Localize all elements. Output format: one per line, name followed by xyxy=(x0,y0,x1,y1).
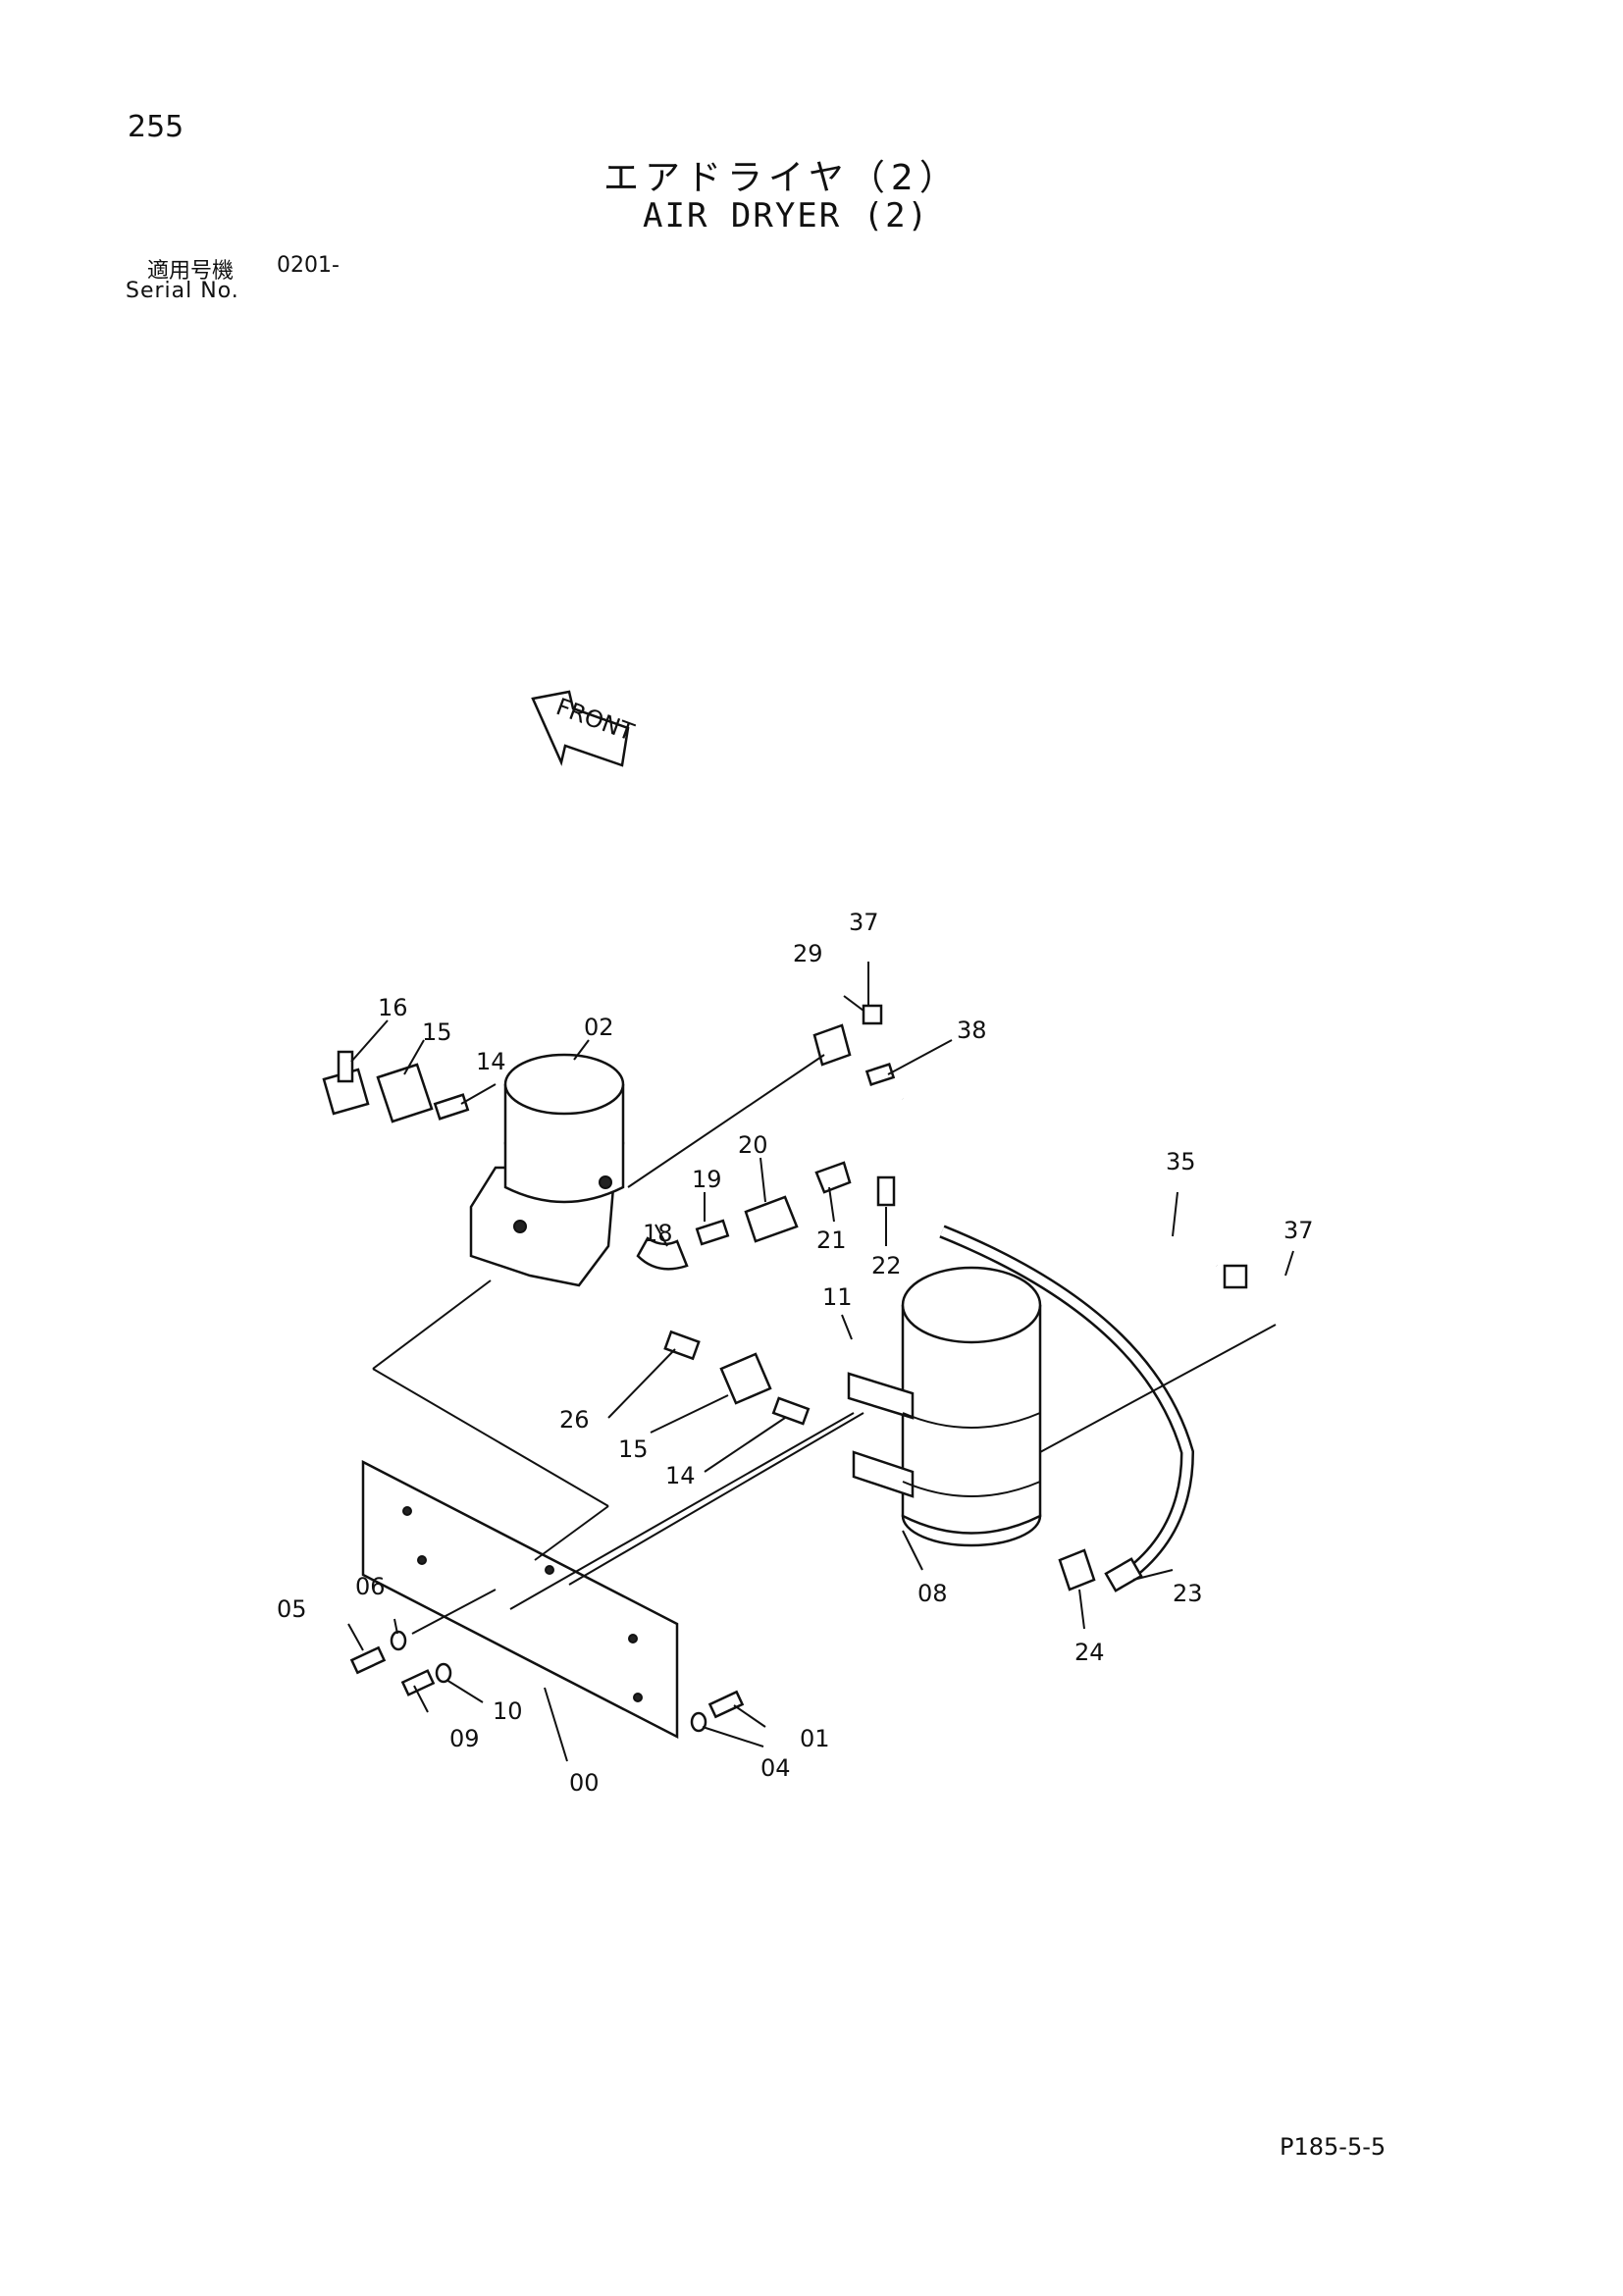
callout-37-top: 37 xyxy=(849,909,879,936)
serial-value: 0201- xyxy=(277,253,340,278)
callout-02: 04 xyxy=(760,1754,791,1782)
callout-23: 23 xyxy=(1173,1580,1203,1607)
serial-label-japanese: 適用号機 xyxy=(147,259,235,284)
bolts-washers xyxy=(349,1630,745,1733)
page-code: P185-5-5 xyxy=(1280,2133,1387,2161)
callout-21: 21 xyxy=(816,1226,847,1254)
callout-18: 18 xyxy=(643,1220,673,1247)
callout-08: 08 xyxy=(917,1580,948,1607)
page-number: 255 xyxy=(128,110,184,144)
fittings-left xyxy=(322,1050,470,1123)
callout-09: 09 xyxy=(449,1725,480,1752)
callout-10: 10 xyxy=(493,1697,523,1725)
callout-38: 38 xyxy=(957,1017,987,1044)
callout-19: 19 xyxy=(692,1166,722,1193)
hose-23 xyxy=(939,1225,1195,1592)
callout-24: 24 xyxy=(1074,1639,1105,1666)
callout-14: 14 xyxy=(476,1048,506,1075)
callout-15-lower: 15 xyxy=(618,1435,649,1463)
callout-01: 01 xyxy=(800,1725,830,1752)
leader-lines xyxy=(347,962,1294,1762)
callout-16: 16 xyxy=(378,994,408,1021)
callout-14-lower: 14 xyxy=(665,1462,696,1489)
part-callouts: 16 15 14 02 18 19 20 21 22 29 37 38 35 3… xyxy=(277,909,1314,1797)
callout-04: 02 xyxy=(584,1014,614,1041)
fittings-lower xyxy=(663,1330,1096,1592)
front-arrow-icon: FRONT xyxy=(531,690,638,767)
callout-37-right: 37 xyxy=(1283,1217,1314,1244)
callout-20: 20 xyxy=(738,1131,768,1159)
hose-35 xyxy=(900,1095,1248,1289)
callout-06: 06 xyxy=(355,1573,386,1600)
callout-22: 22 xyxy=(871,1252,902,1279)
callout-26: 26 xyxy=(559,1406,590,1434)
callout-29: 29 xyxy=(793,940,823,967)
serial-label-english: Serial No. xyxy=(126,279,239,303)
air-dryer-left xyxy=(469,1053,625,1287)
callout-15: 15 xyxy=(422,1018,452,1046)
title-english: AIR DRYER (2) xyxy=(643,196,930,235)
callout-35: 35 xyxy=(1166,1148,1196,1175)
callout-05: 05 xyxy=(277,1595,307,1623)
mounting-plate xyxy=(361,1459,679,1740)
callout-00: 00 xyxy=(569,1769,600,1797)
title-japanese: エアドライヤ（2） xyxy=(603,158,961,198)
callout-11: 11 xyxy=(822,1283,853,1311)
air-dryer-right xyxy=(847,1266,1042,1547)
